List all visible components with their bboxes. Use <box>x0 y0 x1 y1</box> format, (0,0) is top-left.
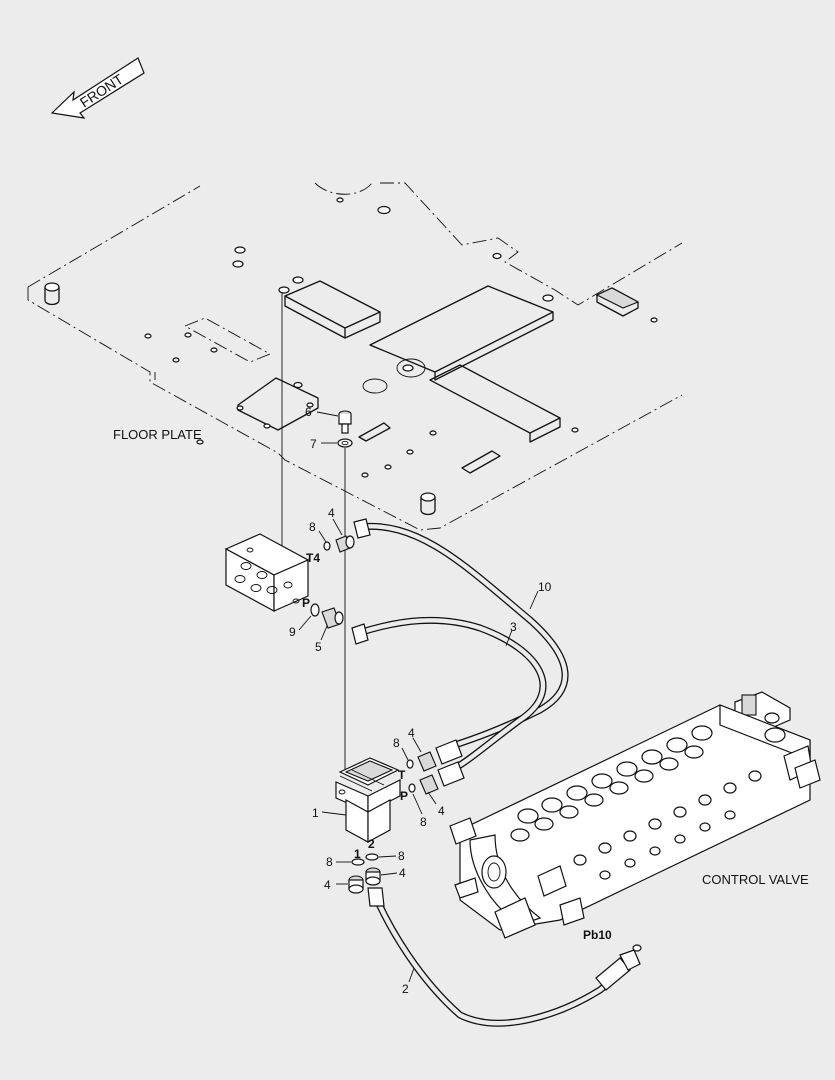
fitting-4-p <box>419 761 465 795</box>
callout-1: 1 <box>312 806 319 820</box>
port-label-pb10: Pb10 <box>583 928 612 942</box>
port-label-2: 2 <box>368 837 375 851</box>
callout-8-p: 8 <box>420 815 427 829</box>
fitting-4-upper <box>335 535 355 553</box>
o-ring-8-port1 <box>351 858 365 866</box>
fitting-4-port2 <box>365 867 381 886</box>
callout-8-port2: 8 <box>398 849 405 863</box>
callout-leaders <box>298 411 539 983</box>
callout-4-upper: 4 <box>328 506 335 520</box>
floor-plate <box>27 182 683 531</box>
front-arrow-label: FRONT <box>77 71 127 111</box>
floor-plate-label: FLOOR PLATE <box>113 427 202 442</box>
junction-block <box>224 533 310 613</box>
callout-4-p: 4 <box>438 804 445 818</box>
o-ring-9 <box>310 603 320 617</box>
o-ring-8-port2 <box>365 853 379 861</box>
callout-7: 7 <box>310 437 317 451</box>
callouts: 6 7 4 8 9 5 10 3 4 8 4 8 1 8 8 4 4 2 <box>289 405 552 996</box>
callout-10: 10 <box>538 580 552 594</box>
valve-sections <box>510 725 762 880</box>
callout-9: 9 <box>289 625 296 639</box>
fitting-4-t <box>417 739 463 772</box>
port-label-p-valve: P <box>400 789 408 803</box>
control-valve <box>449 691 821 939</box>
callout-6: 6 <box>305 405 312 419</box>
callout-2: 2 <box>402 982 409 996</box>
callout-5: 5 <box>315 640 322 654</box>
control-valve-label: CONTROL VALVE <box>702 872 809 887</box>
washer-7 <box>337 438 353 448</box>
fitting-4-port1 <box>348 875 364 894</box>
o-ring-8-t <box>406 759 414 769</box>
callout-4-t: 4 <box>408 726 415 740</box>
callout-8-t: 8 <box>393 736 400 750</box>
fitting-5 <box>321 607 344 629</box>
port-label-1: 1 <box>354 847 361 861</box>
hose-2 <box>367 887 642 1027</box>
callout-4-port2: 4 <box>399 866 406 880</box>
hose-10 <box>353 518 569 749</box>
callout-3: 3 <box>510 620 517 634</box>
o-ring-8-p <box>408 783 416 793</box>
port-label-t-valve: T <box>398 768 406 782</box>
o-ring-8-upper <box>323 541 331 551</box>
port-label-p-block: P <box>302 596 310 610</box>
front-arrow: FRONT <box>50 57 145 119</box>
bolt-6 <box>338 410 352 434</box>
callout-4-port1: 4 <box>324 878 331 892</box>
hose-3 <box>351 616 547 772</box>
port-label-t4: T4 <box>306 551 320 565</box>
pilot-valve-1 <box>335 757 401 844</box>
callout-8-upper: 8 <box>309 520 316 534</box>
callout-8-port1: 8 <box>326 855 333 869</box>
